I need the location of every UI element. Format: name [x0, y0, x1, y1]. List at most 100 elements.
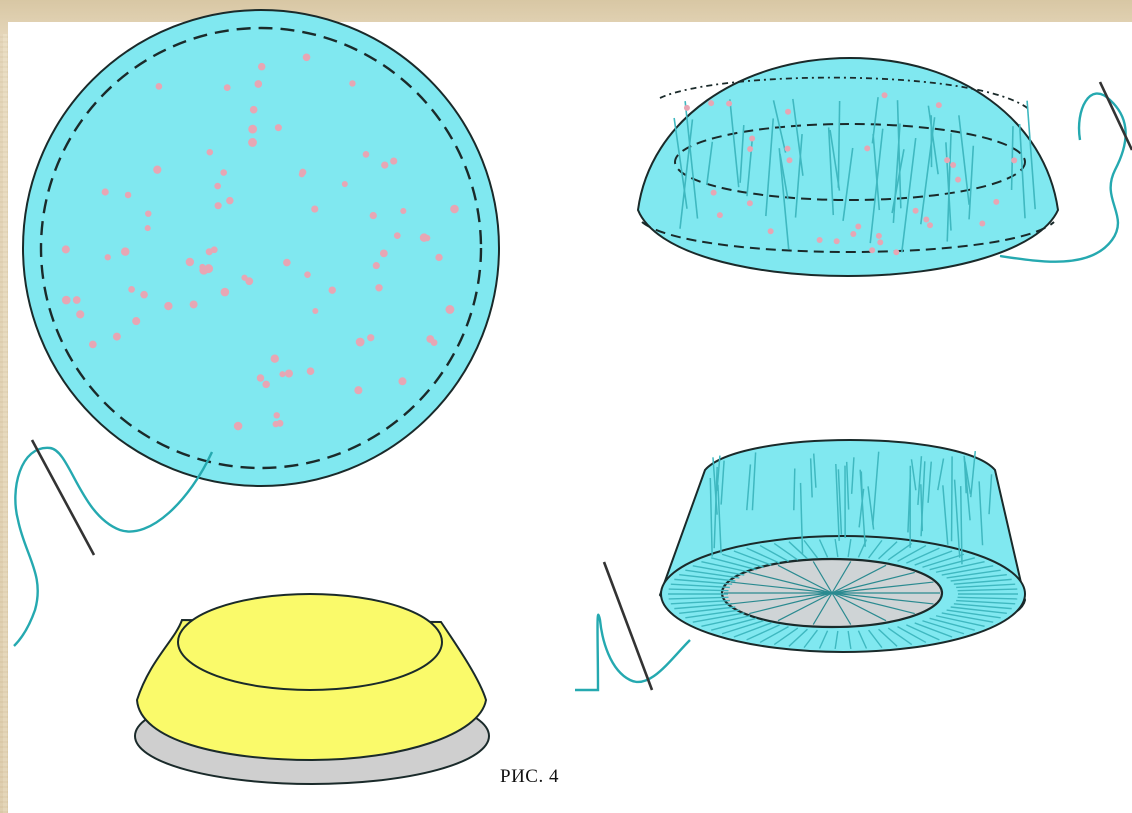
dome-dot — [893, 249, 899, 255]
fabric-dot — [398, 377, 406, 385]
dome-dot — [869, 247, 875, 253]
fabric-dot — [254, 80, 262, 88]
fabric-dot — [394, 232, 401, 239]
fabric-dot — [207, 149, 214, 156]
fabric-dot — [113, 333, 121, 341]
dome-dot — [747, 200, 753, 206]
fabric-dot — [105, 254, 111, 260]
dome-dot — [936, 102, 942, 108]
dome-dot — [955, 177, 961, 183]
needle-cover — [604, 562, 652, 690]
fabric-dot — [356, 338, 365, 347]
fabric-dot — [214, 183, 221, 190]
fabric-dot — [258, 63, 266, 71]
dome-dot — [684, 105, 690, 111]
fabric-dot — [132, 317, 140, 325]
fabric-dot — [370, 212, 377, 219]
fabric-dot — [262, 381, 270, 389]
fabric-dot — [390, 157, 397, 164]
fabric-dot — [299, 169, 306, 176]
fabric-dot — [145, 225, 151, 231]
fabric-dot — [234, 422, 243, 431]
fabric-dot — [342, 181, 348, 187]
fabric-dot — [279, 371, 285, 377]
fabric-dot — [164, 302, 172, 310]
dome-dot — [834, 238, 840, 244]
fabric-dot — [241, 275, 247, 281]
dome-dot — [717, 212, 723, 218]
fabric-dot — [204, 264, 213, 273]
dome-dot — [726, 101, 732, 107]
dome-dot — [993, 199, 999, 205]
needle-dome — [1100, 82, 1132, 150]
thread-cover — [575, 615, 690, 690]
figure-caption: РИС. 4 — [500, 766, 559, 788]
fabric-dot — [89, 341, 97, 349]
fabric-dot — [121, 247, 130, 256]
dome-dot — [913, 208, 919, 214]
fold-line — [794, 468, 795, 510]
fabric-dot — [304, 271, 311, 278]
dome-dot — [923, 216, 929, 222]
fabric-dot — [153, 166, 161, 174]
fabric-dot — [271, 355, 279, 363]
dome-dot — [927, 222, 933, 228]
fabric-dot — [206, 248, 213, 255]
fabric-dot — [145, 210, 151, 216]
fabric-dot — [156, 83, 163, 90]
dome-dot — [850, 231, 856, 237]
fabric-dot — [311, 205, 318, 212]
fabric-dot — [445, 305, 454, 314]
fabric-dot — [380, 250, 388, 258]
fabric-dot — [283, 259, 291, 267]
fabric-dot — [431, 339, 438, 346]
fabric-dot — [76, 310, 84, 318]
fabric-dot — [363, 151, 370, 158]
fabric-dot — [307, 367, 315, 375]
fabric-dot — [221, 288, 230, 297]
fabric-dot — [190, 300, 198, 308]
fabric-dot — [329, 286, 336, 293]
dome-dot — [1011, 157, 1017, 163]
dome-dot — [747, 146, 753, 152]
fold-line — [952, 456, 953, 541]
dome-dot — [711, 190, 717, 196]
fabric-dot — [312, 308, 318, 314]
dome-dot — [876, 233, 882, 239]
dome-dot — [768, 228, 774, 234]
fabric-dot — [375, 284, 382, 291]
fabric-dot — [102, 188, 109, 195]
fabric-dot — [226, 197, 233, 204]
fabric-dot — [424, 235, 430, 241]
fabric-dot — [354, 386, 362, 394]
fabric-dot — [186, 258, 194, 266]
fabric-dot — [400, 208, 406, 214]
fabric-dot — [373, 262, 380, 269]
fabric-dot — [435, 254, 442, 261]
fabric-dot — [73, 296, 81, 304]
fabric-dot — [224, 84, 231, 91]
dome-dot — [785, 146, 791, 152]
dome-dot — [785, 109, 791, 115]
fabric-dot — [125, 192, 132, 199]
fabric-dot — [62, 245, 70, 253]
dome-dot — [708, 100, 714, 106]
fabric-dot — [349, 80, 355, 86]
fabric-dot — [277, 420, 284, 427]
fabric-dot — [303, 53, 311, 61]
gathered-dome-icon — [638, 58, 1058, 276]
fabric-dot — [128, 286, 135, 293]
fabric-dot — [62, 296, 71, 305]
dome-dot — [855, 224, 861, 230]
fabric-dot — [275, 124, 282, 131]
fabric-dot — [381, 161, 388, 168]
fabric-circle-icon — [23, 10, 499, 486]
fabric-dot — [450, 205, 459, 214]
fabric-dot — [257, 374, 265, 382]
dome-dot — [786, 157, 792, 163]
dome-dot — [950, 162, 956, 168]
dome-dot — [944, 157, 950, 163]
thread-circle — [14, 448, 212, 646]
fabric-dot — [248, 138, 257, 147]
